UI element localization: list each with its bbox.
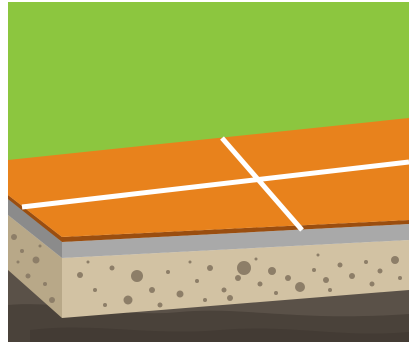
concrete-aggregate-speckles (11, 234, 402, 308)
tile-front-edge (62, 220, 409, 242)
grout-lines (21, 136, 409, 232)
tile-layer-top (8, 118, 409, 237)
mortar-layer-side (8, 198, 62, 258)
concrete-slab-side (8, 215, 62, 318)
tile-side-edge (8, 195, 62, 242)
mortar-layer-front (62, 224, 409, 258)
grout-line-vertical (220, 136, 304, 232)
grout-line-horizontal (21, 159, 409, 210)
